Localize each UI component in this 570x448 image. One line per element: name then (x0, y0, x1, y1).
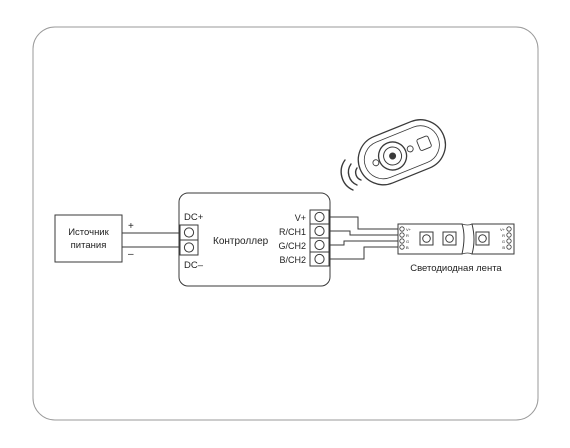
output-label-vplus: V+ (295, 213, 306, 223)
output-label-b-ch2: B/CH2 (279, 255, 306, 265)
diagram-frame (32, 26, 539, 421)
power-source-label-line2: питания (71, 240, 107, 251)
led-strip-label: Светодиодная лента (410, 263, 502, 274)
controller-dc-plus: DC+ (184, 212, 204, 223)
led-pin-label-r-left: R (406, 233, 409, 238)
dc-terminals (179, 224, 199, 256)
output-label-g-ch2: G/CH2 (278, 241, 306, 251)
led-pin-label-vplus-right: V+ (500, 227, 506, 232)
led-pin-label-g-right: G (502, 239, 505, 244)
led-pin-label-vplus-left: V+ (406, 227, 412, 232)
wireless-signal-icon (340, 159, 362, 191)
led-pin-label-b-right: B (502, 245, 505, 250)
power-wires (122, 232, 179, 248)
controller-label: Контроллер (213, 236, 269, 247)
output-label-r-ch1: R/CH1 (279, 227, 306, 237)
power-source-label-line1: Источник (68, 227, 109, 238)
led-pin-label-b-left: B (406, 245, 409, 250)
controller-dc-minus: DC– (184, 260, 204, 271)
remote-control-icon (357, 119, 447, 186)
led-strip (397, 223, 515, 255)
output-wires (329, 216, 398, 260)
led-pin-label-g-left: G (406, 239, 409, 244)
power-minus-label: – (128, 249, 134, 260)
power-source-box (54, 214, 123, 263)
output-terminals (309, 209, 330, 267)
led-pin-label-r-right: R (502, 233, 505, 238)
controller-box (178, 192, 331, 287)
power-plus-label: + (128, 221, 134, 232)
